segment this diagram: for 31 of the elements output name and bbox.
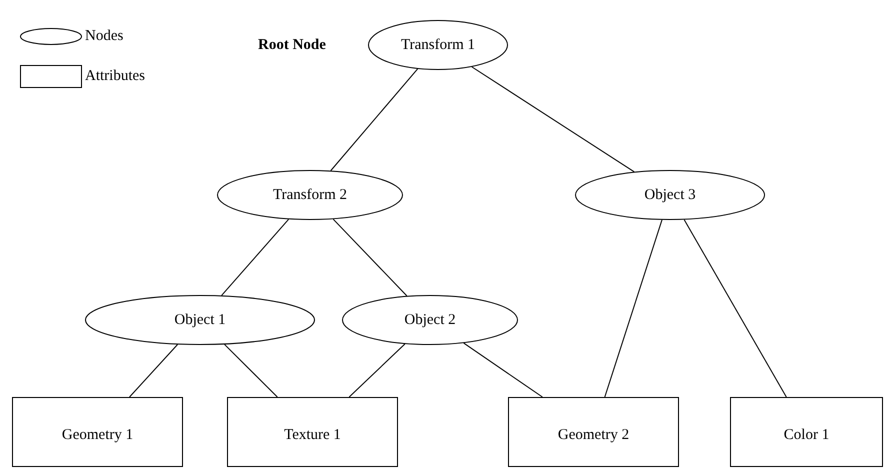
node-label: Object 1: [174, 312, 226, 328]
node-label: Transform 2: [272, 186, 348, 204]
connector-line: [332, 218, 408, 296]
attribute-box: [12, 397, 183, 467]
attribute-box: [508, 397, 679, 467]
connector-line: [129, 344, 178, 398]
node-caption: Root Node: [258, 37, 326, 54]
node-label: Geometry 1: [62, 427, 134, 444]
connector-line: [224, 344, 278, 398]
connector-line: [604, 219, 662, 398]
connector-line: [463, 342, 543, 398]
attribute-box: [227, 397, 398, 467]
legend-label: Nodes: [85, 28, 124, 44]
node-ellipse: [368, 20, 508, 70]
node-label: Object 2: [404, 312, 456, 328]
node-label: Object 3: [644, 186, 696, 204]
connector-line: [221, 218, 290, 296]
legend-label: Attributes: [85, 68, 145, 84]
node-label: Color 1: [784, 427, 830, 444]
connector-line: [330, 68, 418, 172]
node-ellipse: [217, 170, 403, 220]
node-label: Geometry 2: [558, 427, 630, 444]
node-ellipse: [575, 170, 765, 220]
node-ellipse: [85, 295, 315, 345]
node-ellipse: [342, 295, 518, 345]
connector-line: [348, 343, 406, 398]
connector-line: [684, 219, 787, 398]
node-label: Transform 1: [400, 36, 476, 54]
attribute-box: [730, 397, 883, 467]
connector-line: [471, 66, 635, 172]
node-label: Texture 1: [284, 427, 341, 444]
